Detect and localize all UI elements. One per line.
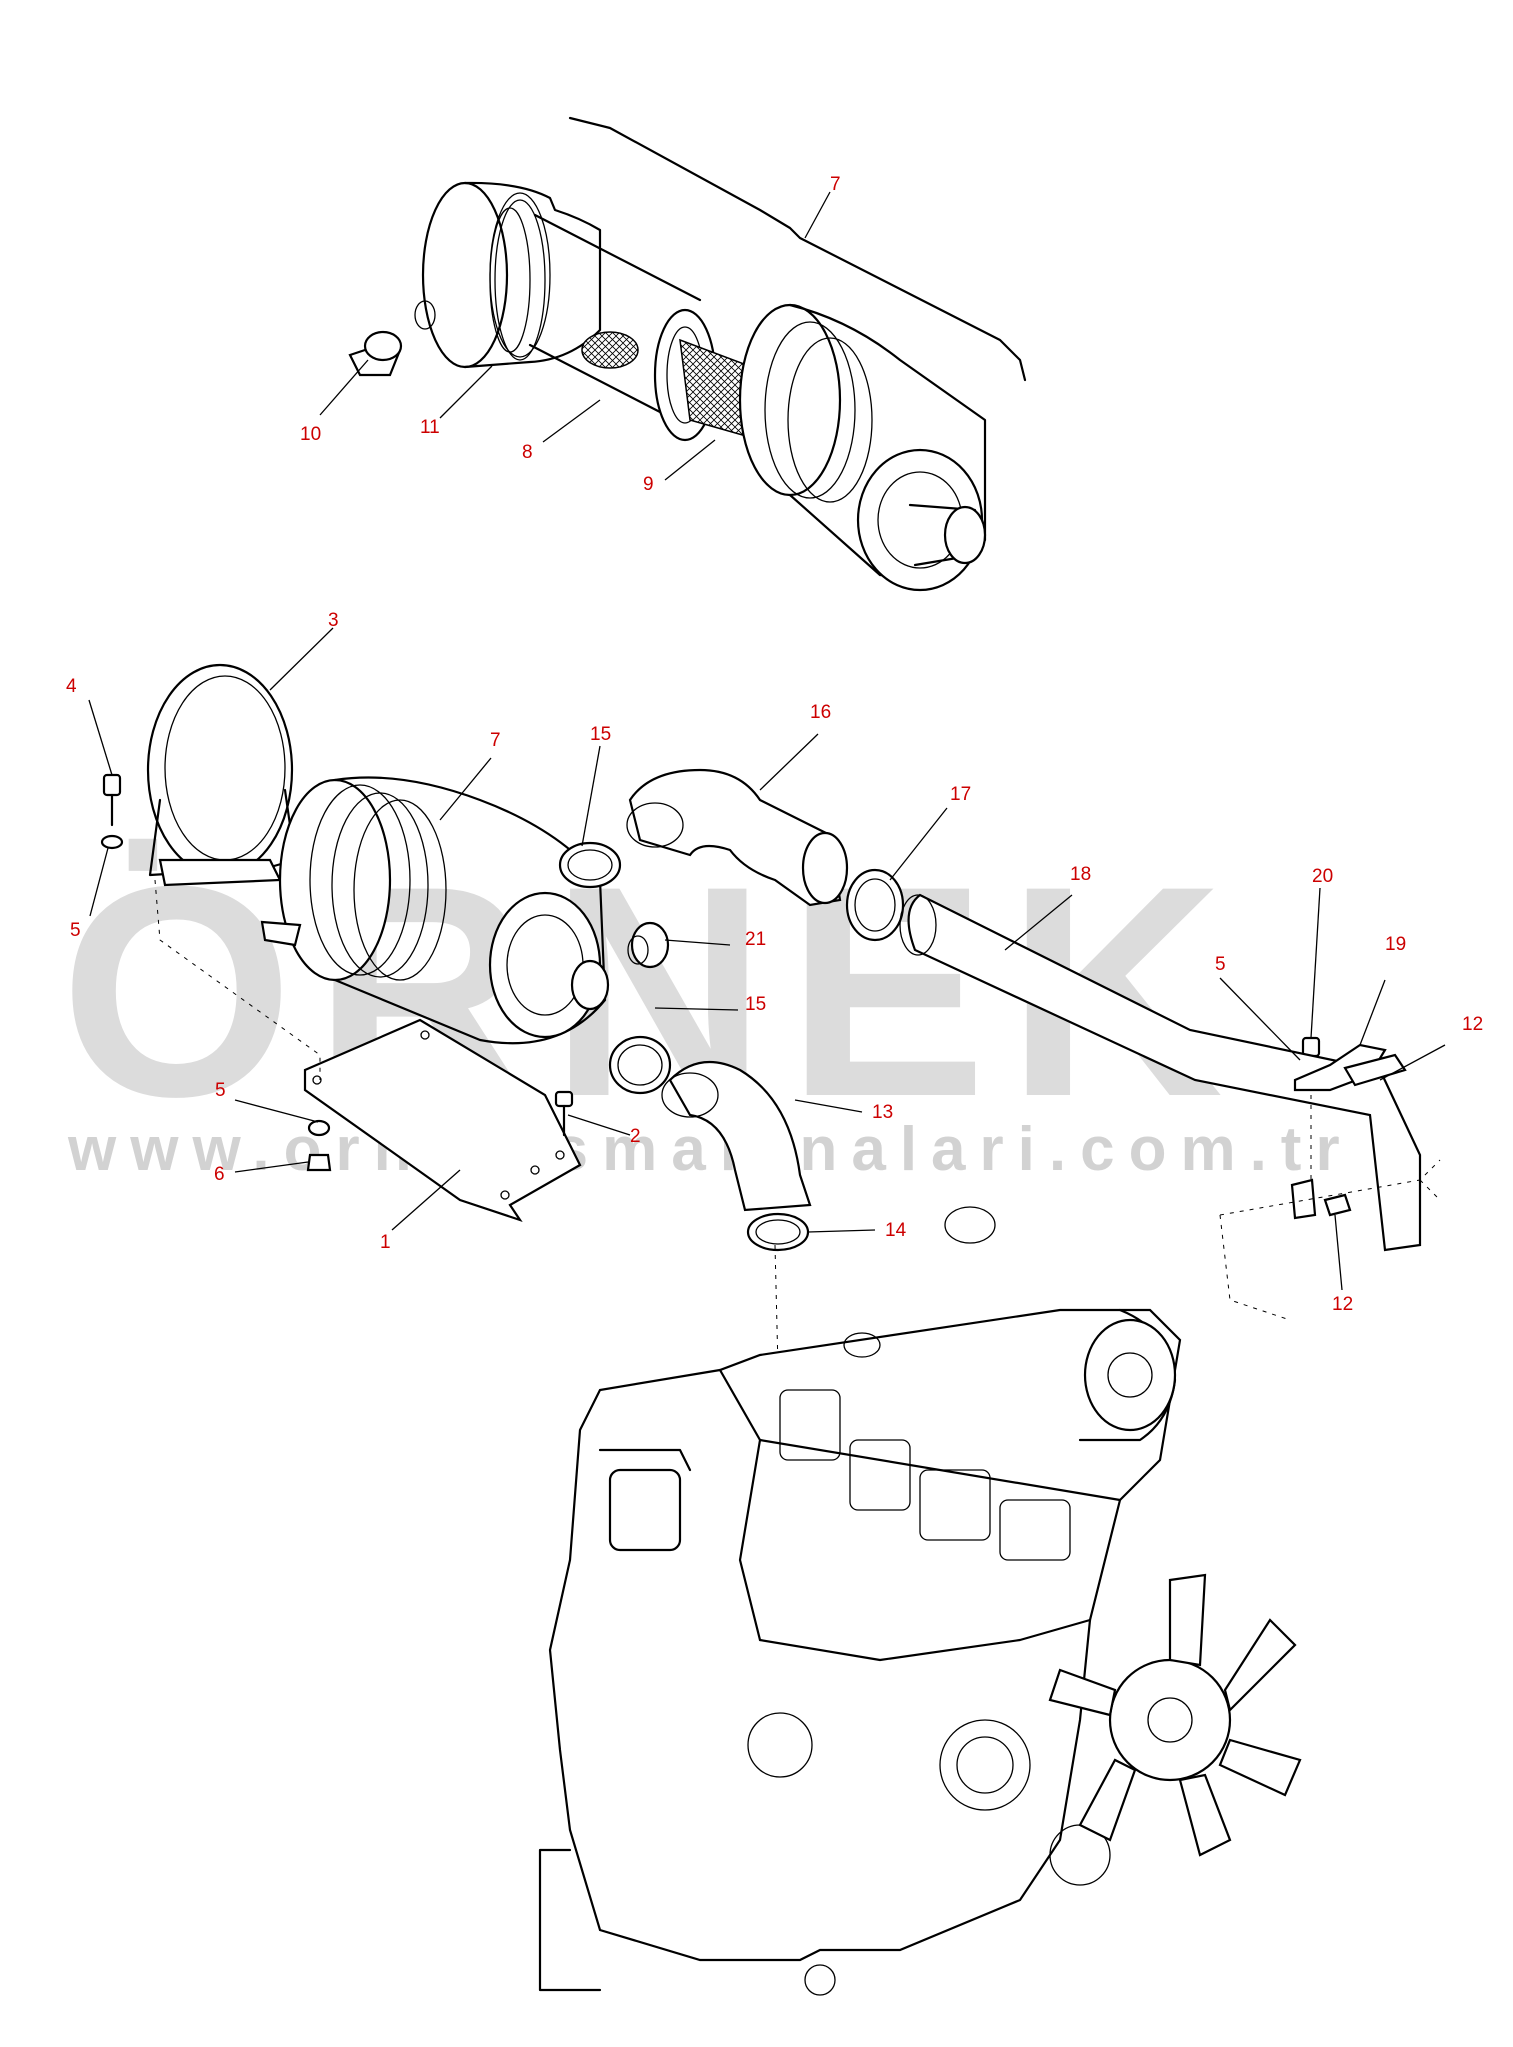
callout-7-top: 7 <box>830 174 841 195</box>
callout-19: 19 <box>1385 934 1406 955</box>
callout-13: 13 <box>872 1102 893 1123</box>
elbow-hose-16 <box>626 768 849 907</box>
main-assembly <box>100 663 1441 1451</box>
callout-8: 8 <box>522 442 533 463</box>
callout-numbers: 7 10 11 8 9 3 4 7 5 15 16 17 18 21 15 20… <box>66 174 1483 1315</box>
leader-lines <box>88 191 1446 1291</box>
callout-11: 11 <box>420 417 440 438</box>
callout-3: 3 <box>328 610 339 631</box>
callout-12-upper: 12 <box>1462 1014 1483 1035</box>
callout-16: 16 <box>810 702 831 723</box>
callout-5-left: 5 <box>70 920 81 941</box>
cooling-fan <box>1048 1573 1302 1857</box>
callout-10: 10 <box>300 424 321 445</box>
watermark-url: www.ornekismakinalari.com.tr <box>67 1115 1354 1184</box>
callout-14: 14 <box>885 1220 907 1241</box>
element-label-patch <box>581 331 639 369</box>
intake-pipe-18 <box>899 893 1422 1252</box>
callout-4: 4 <box>66 676 77 697</box>
callout-18: 18 <box>1070 864 1091 885</box>
callout-9: 9 <box>643 474 654 495</box>
air-cleaner-body <box>260 776 610 1045</box>
mounting-band <box>146 663 297 887</box>
adapter-21 <box>627 921 670 969</box>
strap-and-pads <box>1290 1043 1407 1220</box>
callout-7-main: 7 <box>490 730 501 751</box>
callout-15-mid: 15 <box>745 994 766 1015</box>
hose-clamps <box>558 841 905 1252</box>
callout-6: 6 <box>214 1164 225 1185</box>
callout-5-right: 5 <box>1215 954 1226 975</box>
mounting-base-plate <box>303 1018 582 1223</box>
engine-block <box>538 1206 1302 1996</box>
callout-17: 17 <box>950 784 971 805</box>
callout-1: 1 <box>380 1232 391 1253</box>
callout-12-lower: 12 <box>1332 1294 1353 1315</box>
callout-20: 20 <box>1312 866 1333 887</box>
elbow-hose-13 <box>661 1060 812 1212</box>
callout-21: 21 <box>745 929 766 950</box>
callout-15-top: 15 <box>590 724 611 745</box>
callout-5-lower: 5 <box>215 1080 226 1101</box>
air-cleaner-exploded-detail <box>348 116 1027 592</box>
callout-2: 2 <box>630 1126 641 1147</box>
